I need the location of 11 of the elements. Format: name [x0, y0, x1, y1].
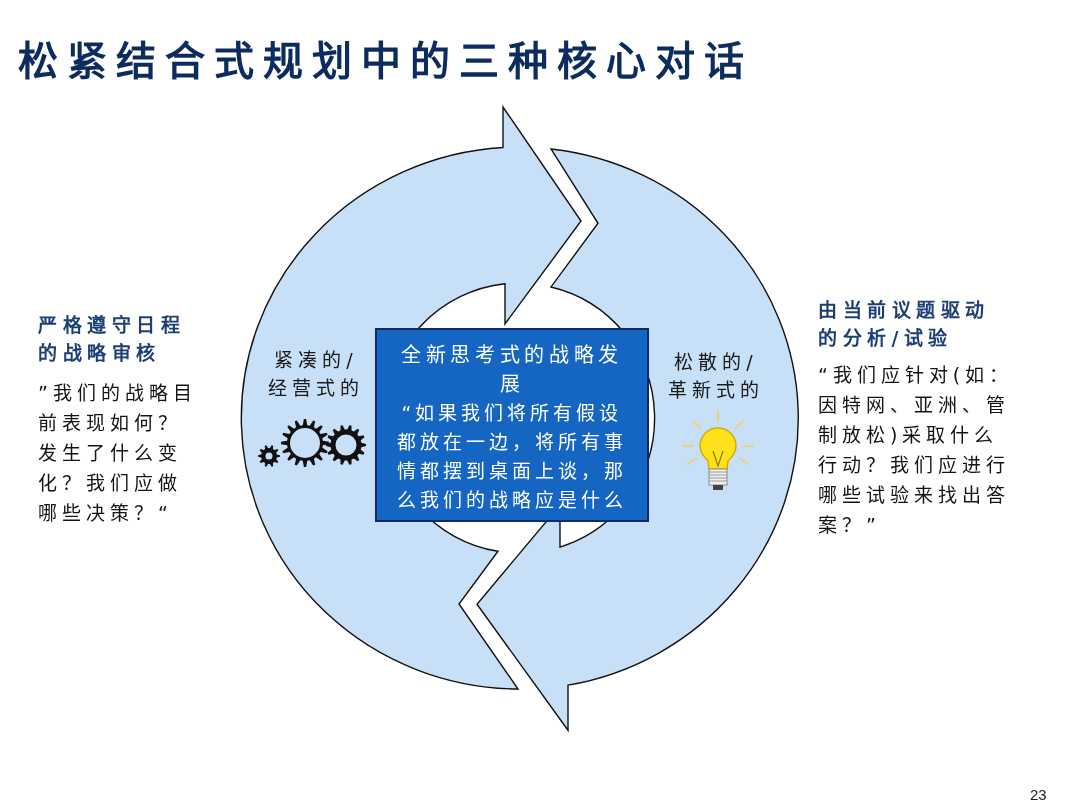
highlight-box: [375, 328, 649, 522]
box-heading: 全新思考式的战略发展: [399, 342, 625, 398]
arrow-label: 紧凑的/经营式的: [267, 348, 365, 401]
side-heading: 严格遵守日程的战略审核: [38, 313, 186, 366]
title: 松紧结合式规划中的三种核心对话: [18, 36, 753, 86]
arrow-label: 松散的/革新式的: [667, 350, 765, 403]
side-heading: 由当前议题驱动的分析/试验: [818, 298, 991, 351]
side-quote: ”我们的战略目前表现如何？发生了什么变化？我们应做哪些决策？“: [38, 381, 198, 526]
box-quote: “如果我们将所有假设都放在一边，将所有事情都摆到桌面上谈，那么我们的战略应是什么: [396, 401, 628, 513]
side-quote: “我们应针对(如：因特网、亚洲、管制放松)采取什么行动？我们应进行哪些试验来找出答案？”: [818, 363, 1015, 538]
page-number: 23: [1030, 786, 1047, 803]
